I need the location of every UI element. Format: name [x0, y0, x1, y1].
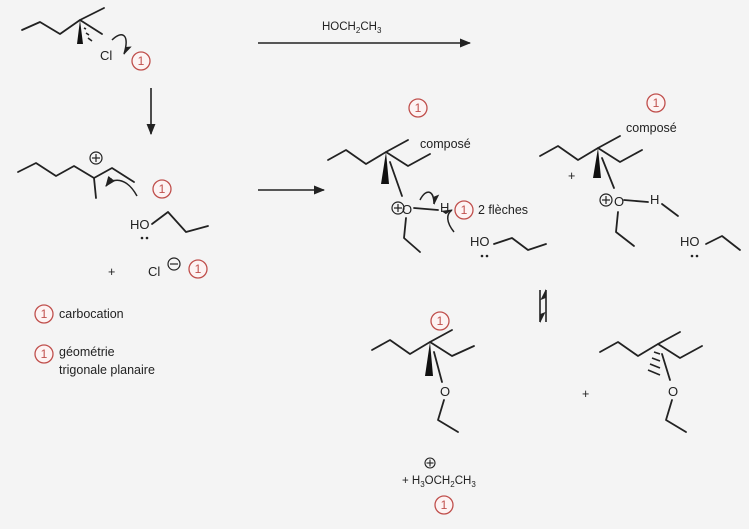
point-badge: 1: [434, 495, 454, 515]
point-badge: 1: [152, 179, 172, 199]
svg-text:+: +: [568, 169, 575, 183]
svg-text:carbocation: carbocation: [59, 307, 124, 321]
svg-text:O: O: [440, 384, 450, 399]
point-badge: 1: [646, 93, 666, 113]
svg-text:+: +: [582, 387, 589, 401]
svg-text:O: O: [402, 202, 412, 217]
svg-text:1: 1: [41, 347, 48, 361]
svg-text:1: 1: [138, 54, 145, 68]
substrate-molecule: Cl 1: [21, 7, 151, 71]
svg-text:géométrie: géométrie: [59, 345, 115, 359]
curly-arrow: [105, 175, 138, 197]
carbocation-note: 1 carbocation: [34, 304, 124, 324]
svg-text:HO: HO: [680, 234, 700, 249]
svg-text:composé: composé: [626, 121, 677, 135]
curly-arrow: [419, 191, 440, 206]
svg-text:Cl: Cl: [148, 264, 160, 279]
svg-text:composé: composé: [420, 137, 471, 151]
byproduct: + H3OCH2CH3 1: [402, 457, 476, 515]
svg-text:H: H: [650, 192, 659, 207]
svg-text:O: O: [614, 194, 624, 209]
svg-text:1: 1: [461, 203, 468, 217]
svg-text:1: 1: [653, 96, 660, 110]
svg-text:O: O: [668, 384, 678, 399]
svg-text:1: 1: [195, 262, 202, 276]
svg-text:H: H: [440, 200, 449, 215]
ethanol-h-label: HO: [130, 217, 150, 232]
equilibrium-arrows: [539, 288, 547, 324]
curly-arrow: [441, 209, 455, 233]
geometry-note: 1 géométrie trigonale planaire: [34, 344, 155, 377]
ether-product: O: [599, 331, 703, 433]
chloride-ion: + Cl 1: [108, 257, 208, 279]
svg-text:1: 1: [437, 314, 444, 328]
svg-text:+: +: [108, 265, 115, 279]
carbocation-molecule: 1 HO: [17, 151, 209, 240]
curly-arrow: [111, 34, 132, 56]
svg-text:1: 1: [441, 498, 448, 512]
svg-text:1: 1: [159, 182, 166, 196]
oxonium-molecule: 1 composé O H 1 2 flèches HO: [327, 98, 547, 258]
svg-text:1: 1: [41, 307, 48, 321]
ether-product: 1 O: [371, 311, 475, 433]
svg-text:1: 1: [415, 101, 422, 115]
point-badge: 1: [131, 51, 151, 71]
svg-text:HO: HO: [470, 234, 490, 249]
chlorine-label: Cl: [100, 48, 112, 63]
point-badge: 1: [188, 259, 208, 279]
svg-text:2 flèches: 2 flèches: [478, 203, 528, 217]
reagent-label: HOCH2CH3: [322, 21, 382, 35]
point-badge: 1: [430, 311, 450, 331]
svg-text:+ H3OCH2CH3: + H3OCH2CH3: [402, 475, 476, 489]
oxonium-molecule: 1 composé O H HO: [539, 93, 741, 258]
point-badge: 1: [454, 200, 474, 220]
point-badge: 1: [408, 98, 428, 118]
svg-text:trigonale planaire: trigonale planaire: [59, 363, 155, 377]
